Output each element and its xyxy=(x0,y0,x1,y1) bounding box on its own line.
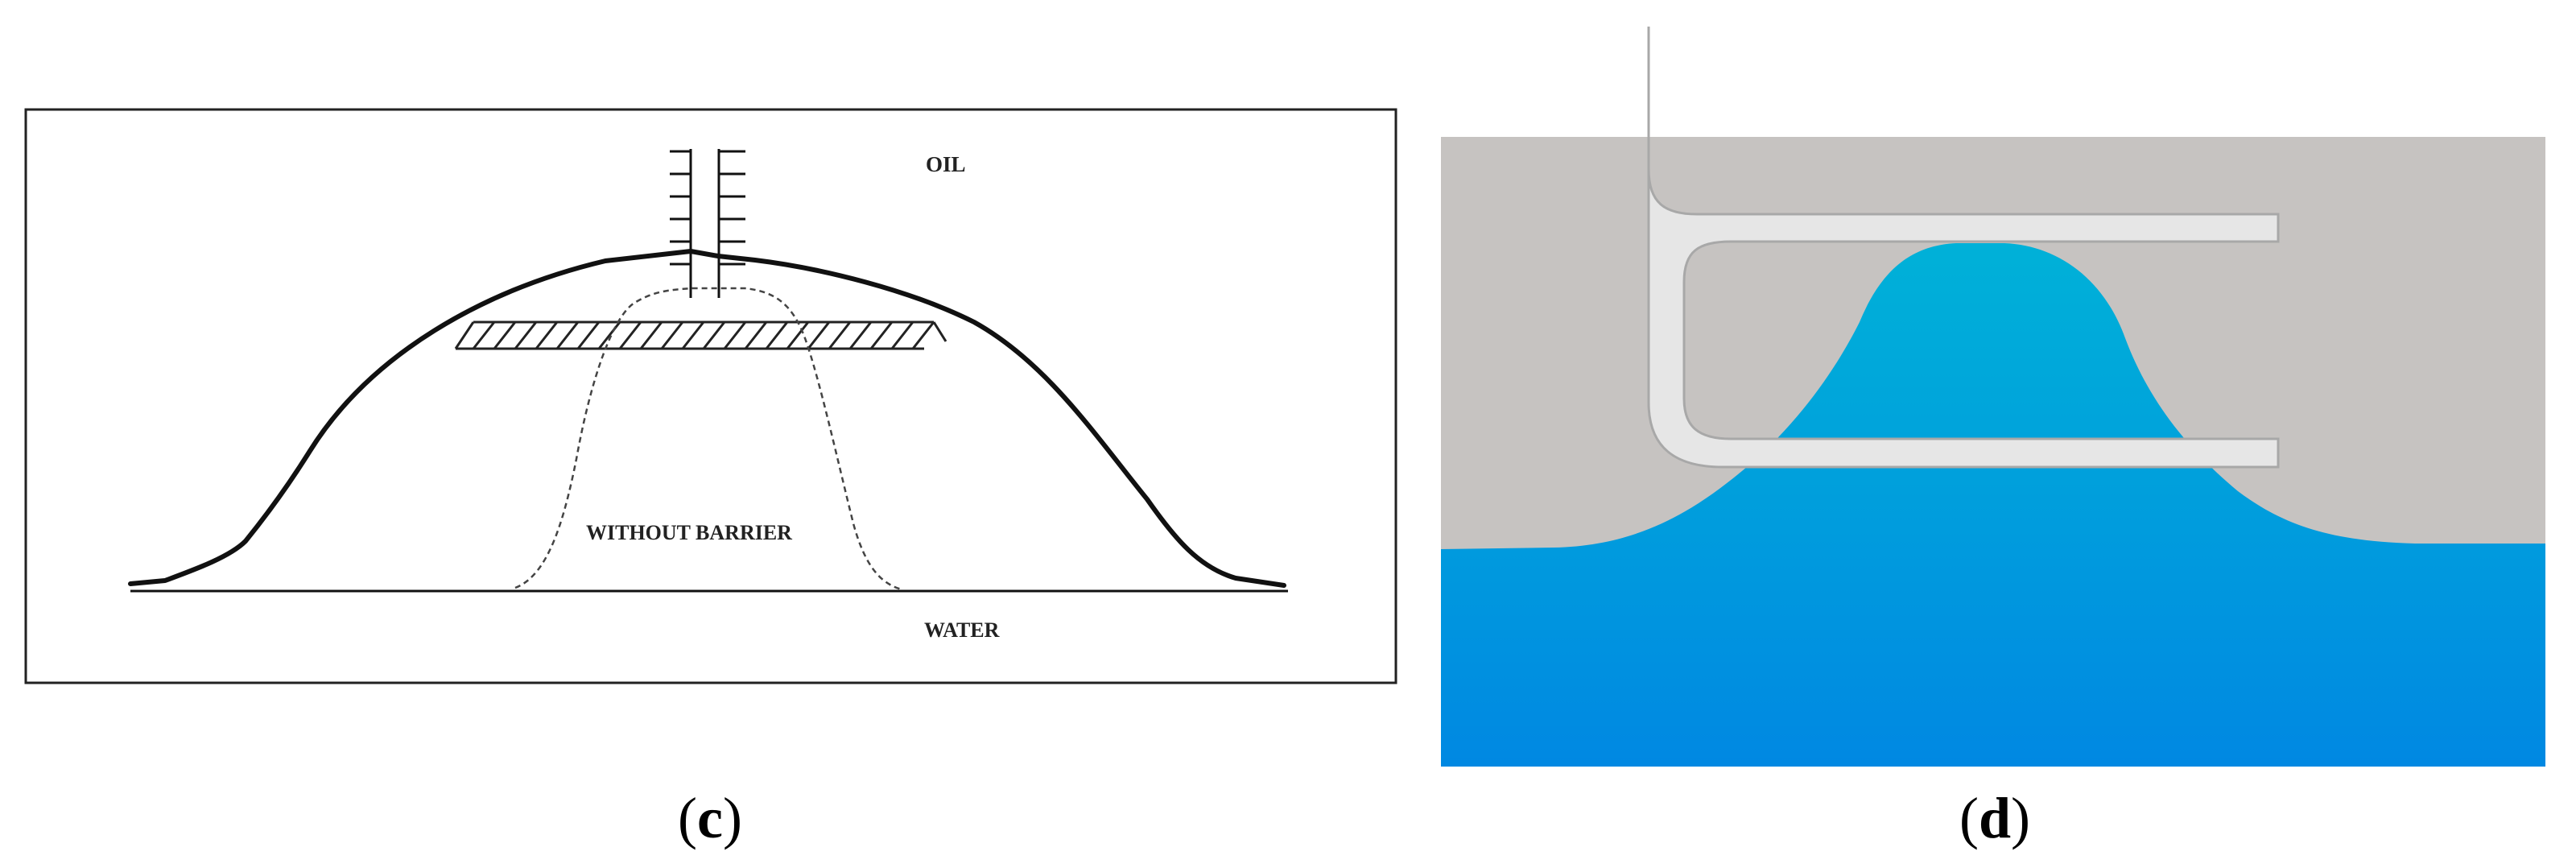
caption-c: (c) xyxy=(678,786,742,850)
well-bore xyxy=(670,149,745,298)
reservoir-dome-outline xyxy=(128,249,1286,588)
label-oil: OIL xyxy=(926,152,966,176)
caption-d: (d) xyxy=(1959,786,2030,850)
panel-c: OIL WITHOUT BARRIER WATER xyxy=(24,108,1397,684)
label-without-barrier: WITHOUT BARRIER xyxy=(586,521,792,544)
panel-c-frame xyxy=(24,108,1397,684)
well-pipe xyxy=(1647,27,2280,469)
water-cone-dashed xyxy=(514,287,902,591)
panel-d xyxy=(1441,27,2545,767)
water-cone xyxy=(1441,243,2545,767)
label-water: WATER xyxy=(924,618,1000,642)
